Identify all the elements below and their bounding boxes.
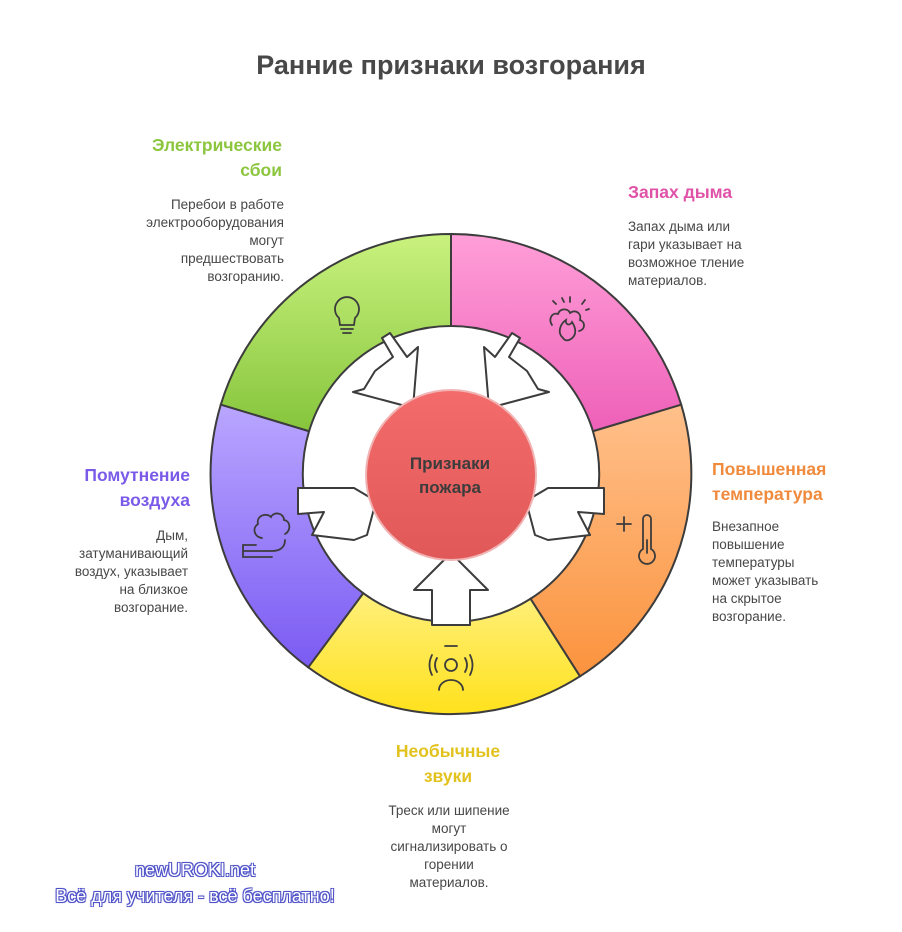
lightbulb-icon [334, 296, 360, 334]
description-line: возгорание. [712, 609, 786, 624]
description-line: могут [249, 233, 284, 248]
description-air: Дым, затуманивающий воздух, указывает на… [20, 527, 188, 617]
description-line: Внезапное [712, 519, 780, 534]
heading-electrical-line1: Электрические [151, 135, 282, 155]
haze-icon [242, 512, 291, 558]
arrow-temperature [525, 487, 605, 541]
description-temperature: Внезапное повышение температуры может ук… [712, 518, 892, 626]
segment-electrical [219, 232, 452, 433]
watermark-slogan: Всё для учителя - всё бесплатно! [55, 886, 335, 906]
description-line: горении [424, 857, 474, 872]
smoke-fire-icon [549, 296, 590, 342]
heading-temperature-line2: температура [712, 484, 823, 504]
description-line: материалов. [628, 273, 708, 288]
center-label-line1: Признаки [409, 454, 491, 473]
center-label: Признаки пожара [380, 452, 520, 500]
description-line: возгоранию. [207, 269, 284, 284]
description-smoke: Запах дыма или гари указывает на возможн… [628, 218, 828, 290]
description-line: материалов. [409, 875, 489, 890]
description-electrical: Перебои в работе электрооборудования мог… [96, 196, 284, 286]
description-line: предшествовать [180, 251, 284, 266]
description-line: Запах дыма или [628, 219, 731, 234]
heading-sounds: Необычные звуки [348, 739, 548, 789]
heading-air-line2: воздуха [119, 490, 190, 510]
description-line: Треск или шипение [388, 803, 510, 818]
description-line: могут [431, 821, 467, 836]
description-line: на скрытое [712, 591, 782, 606]
segment-sounds [306, 591, 582, 716]
center-label-line2: пожара [419, 478, 481, 497]
arrow-air [297, 487, 377, 541]
heading-sounds-line2: звуки [423, 766, 473, 786]
description-line: температуры [712, 555, 795, 570]
arrow-smoke [483, 332, 550, 409]
description-line: повышение [712, 537, 785, 552]
watermark: newUROKI.net Всё для учителя - всё беспл… [10, 857, 380, 909]
description-line: затуманивающий [79, 546, 188, 561]
page-title: Ранние признаки возгорания [256, 50, 646, 80]
heading-electrical-line2: сбои [240, 160, 282, 180]
description-line: может указывать [712, 573, 819, 588]
description-line: электрооборудования [146, 215, 284, 230]
heading-sounds-line1: Необычные [395, 741, 501, 761]
heading-smoke-line1: Запах дыма [628, 182, 733, 202]
heading-temperature: Повышенная температура [712, 457, 892, 507]
segment-air [209, 403, 365, 669]
heading-smoke: Запах дыма [628, 180, 828, 205]
description-line: Перебои в работе [170, 197, 284, 212]
arrow-sounds [413, 552, 489, 626]
watermark-site: newUROKI.net [134, 860, 256, 880]
heading-air: Помутнение воздуха [20, 463, 190, 513]
description-line: на близкое [119, 582, 188, 597]
description-line: сигнализировать о [390, 839, 508, 854]
description-line: возгорание. [114, 600, 188, 615]
arrow-electrical [352, 332, 419, 409]
sound-waves-icon [428, 645, 474, 691]
description-line: гари указывает на [628, 237, 742, 252]
heading-air-line1: Помутнение [84, 465, 190, 485]
heading-temperature-line1: Повышенная [712, 459, 827, 479]
description-sounds: Треск или шипение могут сигнализировать … [349, 802, 549, 892]
thermometer-icon [616, 514, 656, 565]
description-line: воздух, указывает [74, 564, 188, 579]
heading-electrical: Электрические сбои [96, 133, 282, 183]
center-circle [365, 389, 537, 561]
description-line: возможное тление [628, 255, 745, 270]
description-line: Дым, [156, 528, 188, 543]
